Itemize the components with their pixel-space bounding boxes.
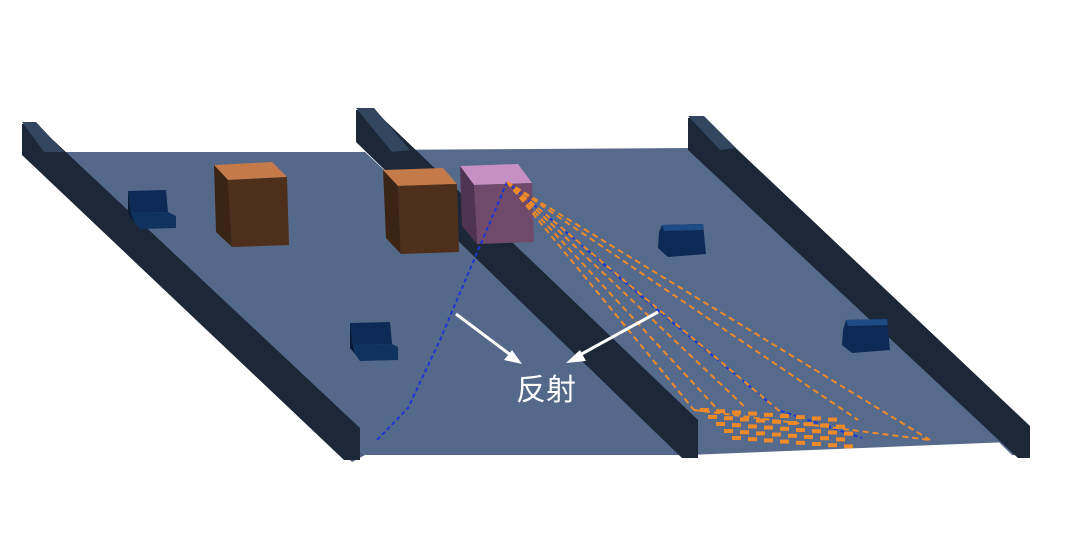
arrow-left-head xyxy=(504,350,522,364)
transmitter-box xyxy=(460,164,534,244)
scatter-point xyxy=(796,440,805,445)
scatter-point xyxy=(764,425,773,430)
scatter-point xyxy=(700,408,709,412)
wall-left-top xyxy=(22,122,64,152)
receiver-2 xyxy=(350,322,398,361)
scatter-point xyxy=(828,430,837,435)
scatter-point xyxy=(764,412,773,417)
scatter-point xyxy=(844,431,853,436)
reflection-label: 反射 xyxy=(516,373,576,408)
scatter-point xyxy=(804,435,813,439)
arrow-right-shaft xyxy=(577,310,659,358)
scatter-point xyxy=(820,436,829,441)
scatter-point xyxy=(812,442,821,446)
scatter-point xyxy=(756,418,765,423)
scatter-point xyxy=(780,439,789,444)
scatter-point xyxy=(780,426,789,431)
scatter-point xyxy=(788,421,797,425)
scatter-point xyxy=(724,416,733,421)
scatter-point xyxy=(844,444,853,449)
scatter-point xyxy=(740,430,749,435)
receiver-4 xyxy=(842,319,890,353)
arrow-left-shaft xyxy=(455,312,513,358)
scatter-point xyxy=(812,416,821,421)
wall-middle-top xyxy=(356,108,410,152)
scatter-point xyxy=(716,422,725,426)
scatter-point xyxy=(780,414,789,418)
scatter-point xyxy=(716,409,725,414)
scatter-point xyxy=(708,415,717,419)
scatter-point xyxy=(724,429,733,433)
crate-2 xyxy=(383,168,459,254)
scatter-point xyxy=(732,423,741,428)
scatter-point xyxy=(756,431,765,436)
scatter-point xyxy=(772,419,781,424)
wall-left-side xyxy=(22,124,360,460)
crate-1 xyxy=(214,162,289,247)
reflected-ray-left xyxy=(375,181,508,442)
arrow-right-head xyxy=(566,350,586,363)
annotation-arrows xyxy=(455,310,659,364)
scatter-point xyxy=(812,429,821,434)
scatter-point xyxy=(772,432,781,437)
scatter-point xyxy=(828,443,837,448)
receiver-1 xyxy=(128,190,176,229)
scatter-point xyxy=(748,437,757,442)
wall-right-side xyxy=(688,118,1030,458)
scatter-point xyxy=(820,423,829,428)
ray-paths-orange xyxy=(506,181,931,441)
scatter-point xyxy=(740,417,749,422)
scatter-point xyxy=(764,438,773,443)
scatter-point-grid xyxy=(700,408,853,449)
scatter-point xyxy=(788,433,797,438)
scatter-point xyxy=(748,424,757,429)
scatter-point xyxy=(748,411,757,416)
receiver-3 xyxy=(658,224,706,257)
wall-right-top xyxy=(688,116,736,150)
scatter-point xyxy=(732,410,741,415)
scatter-point xyxy=(836,437,845,442)
scatter-point xyxy=(796,428,805,432)
scatter-point xyxy=(732,436,741,440)
scatter-point xyxy=(836,424,845,429)
scatter-point xyxy=(828,417,837,422)
scatter-point xyxy=(796,415,805,420)
scatter-point xyxy=(804,422,813,427)
